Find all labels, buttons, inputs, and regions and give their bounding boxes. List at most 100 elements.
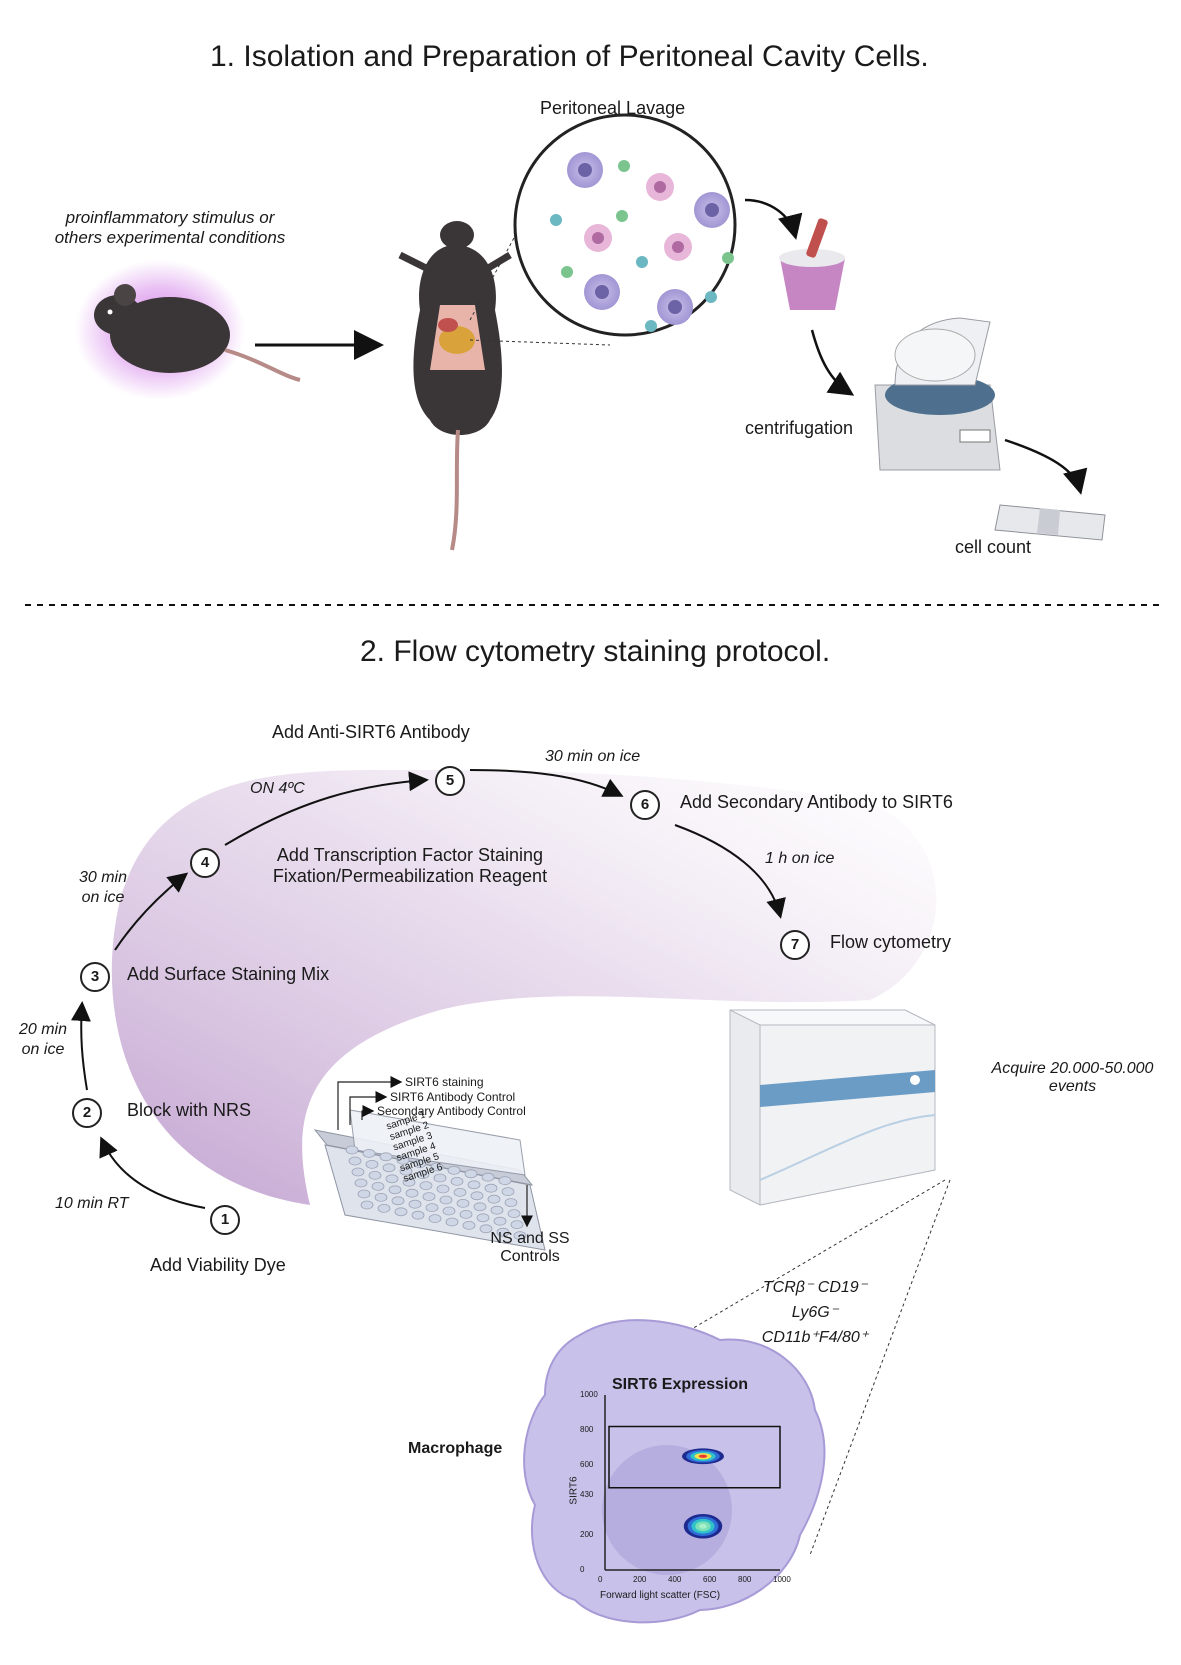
step-6-number: 6 (630, 790, 660, 820)
plate-well (377, 1204, 391, 1213)
plot-xlabel: Forward light scatter (FSC) (600, 1590, 721, 1601)
plate-well (453, 1188, 467, 1197)
plate-well (430, 1162, 444, 1172)
plate-well (362, 1149, 376, 1158)
timing-1-2: 10 min RT (55, 1195, 129, 1212)
step-5-label: Add Anti-SIRT6 Antibody (272, 722, 470, 742)
plot-title: SIRT6 Expression (612, 1376, 749, 1393)
plate-well (345, 1145, 359, 1155)
step-2-label: Block with NRS (127, 1100, 252, 1120)
plate-well (470, 1191, 484, 1201)
plate-well (442, 1206, 456, 1216)
markers-line3: CD11b⁺F4/80⁺ (761, 1329, 869, 1346)
plate-well (385, 1174, 399, 1184)
plate-well (436, 1184, 450, 1194)
plot-x-tick: 200 (633, 1575, 647, 1584)
plate-well (433, 1173, 447, 1183)
arrow-4-5 (224, 771, 429, 846)
plate-well (447, 1166, 461, 1175)
plot-x-tick: 600 (703, 1575, 717, 1584)
plate-controls-line1: NS and SS (490, 1230, 570, 1247)
gating-markers: TCRβ⁻ CD19⁻ Ly6G⁻ CD11b⁺F4/80⁺ (745, 1275, 885, 1350)
lavage-circle (513, 113, 737, 337)
lavage-label: Peritoneal Lavage (540, 98, 686, 118)
plate-well (501, 1187, 515, 1196)
plate-well (473, 1202, 487, 1212)
plate-well (348, 1156, 362, 1166)
protocol-arc-shape (111, 769, 937, 1205)
plot-y-tick: 600 (580, 1460, 594, 1469)
macrophage-nucleus (602, 1445, 732, 1575)
plate-well (428, 1214, 442, 1223)
timing-6-7: 1 h on ice (765, 850, 835, 867)
plate-well (513, 1231, 527, 1240)
step-1-label: Add Viability Dye (150, 1255, 286, 1275)
plate-well (456, 1199, 470, 1208)
timing-3-4: 30 min on ice (68, 868, 138, 908)
plate-arrow-secondary-control: Secondary Antibody Control (377, 1104, 526, 1118)
plate-well (496, 1227, 510, 1237)
step-7-number: 7 (780, 930, 810, 960)
markers-line1: TCRβ⁻ CD19⁻ (762, 1279, 868, 1296)
plate-well (425, 1203, 439, 1212)
plate-well (504, 1198, 518, 1207)
plot-y-tick: 0 (580, 1565, 585, 1574)
plate-well (365, 1160, 379, 1169)
plate-well (450, 1177, 464, 1186)
arrow-5-6 (469, 769, 624, 797)
arrow-6-7 (674, 824, 786, 919)
plate-arrow-antibody-control: SIRT6 Antibody Control (390, 1090, 516, 1104)
cell-count-label: cell count (955, 537, 1032, 557)
macrophage-label: Macrophage (408, 1440, 503, 1457)
plate-well (411, 1210, 425, 1220)
plate-well (476, 1213, 490, 1223)
arrow-2-3 (70, 1001, 91, 1091)
step-5-number: 5 (435, 766, 465, 796)
plot-x-tick: 800 (738, 1575, 752, 1584)
section1-title: 1. Isolation and Preparation of Peritone… (210, 40, 929, 73)
plate-well (360, 1200, 374, 1210)
plate-well (368, 1171, 382, 1180)
step-3-label: Add Surface Staining Mix (127, 964, 330, 984)
acquire-label-line2: events (1048, 1078, 1097, 1095)
plate-well (388, 1185, 402, 1195)
cell-count-slide-icon (994, 504, 1106, 541)
plot-ylabel: SIRT6 (568, 1476, 580, 1505)
step-4-number: 4 (190, 848, 220, 878)
plate-well (439, 1195, 453, 1205)
timing-5-6: 30 min on ice (545, 748, 641, 765)
stimulated-mouse-icon (94, 284, 301, 382)
plate-well (490, 1205, 504, 1215)
plate-well (487, 1194, 501, 1204)
step-6-label: Add Secondary Antibody to SIRT6 (680, 792, 953, 812)
plate-well (396, 1155, 410, 1165)
plate-well (498, 1176, 512, 1185)
timing-3-4-line2: on ice (81, 889, 125, 906)
ice-bucket-icon (779, 218, 845, 310)
plate-well (408, 1199, 422, 1209)
plate-well (510, 1220, 524, 1229)
plot-population-1-level-5 (698, 1454, 708, 1458)
plate-well (459, 1210, 473, 1219)
lavage-cells (550, 152, 734, 332)
plate-well (391, 1196, 405, 1206)
step-3-number: 3 (80, 962, 110, 992)
plate-well (462, 1221, 476, 1230)
flow-cytometer-icon (729, 1009, 936, 1206)
stimulus-label: proinflammatory stimulus or others exper… (40, 208, 300, 248)
acquire-label: Acquire 20.000-50.000 events (970, 1060, 1175, 1096)
zoom-line-bottom (469, 339, 611, 346)
step-4-label-line2: Fixation/Permeabilization Reagent (272, 866, 548, 886)
plate-well (354, 1178, 368, 1188)
plot-y-tick: 1000 (580, 1390, 598, 1399)
plate-well (379, 1152, 393, 1162)
plate-well (351, 1167, 365, 1177)
plate-controls-line2: Controls (500, 1248, 560, 1265)
plate-well (464, 1169, 478, 1179)
plate-well (357, 1189, 371, 1199)
timing-4-5: ON 4ºC (250, 780, 305, 797)
zoom-line-right (809, 1179, 951, 1556)
plot-population-2-level-5 (699, 1523, 707, 1529)
plate-well (394, 1207, 408, 1217)
plate-well (493, 1216, 507, 1226)
